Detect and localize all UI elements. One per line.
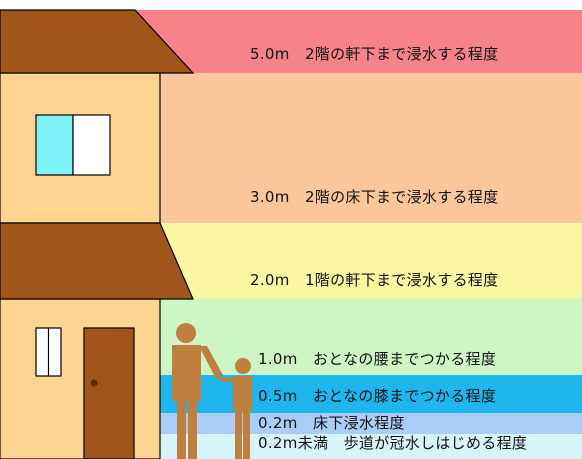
- door-knob: [90, 379, 98, 387]
- label-0-5m: 0.5m おとなの膝までつかる程度: [258, 387, 497, 405]
- label-2m: 2.0m 1階の軒下まで浸水する程度: [250, 271, 499, 289]
- adult-figure: [172, 323, 223, 459]
- label-0-2m: 0.2m 床下浸水程度: [258, 414, 405, 432]
- upper-window-white: [72, 114, 111, 176]
- upper-window-glass: [35, 114, 74, 176]
- label-5m: 5.0m 2階の軒下まで浸水する程度: [250, 45, 499, 63]
- lower-roof: [0, 222, 194, 300]
- label-under: 0.2m未満 歩道が冠水しはじめる程度: [258, 434, 528, 452]
- child-figure: [218, 358, 252, 459]
- upper-roof: [0, 9, 195, 74]
- label-3m: 3.0m 2階の床下まで浸水する程度: [250, 188, 499, 206]
- lower-wall: [0, 298, 161, 459]
- label-1m: 1.0m おとなの腰までつかる程度: [258, 350, 497, 368]
- door: [83, 327, 135, 459]
